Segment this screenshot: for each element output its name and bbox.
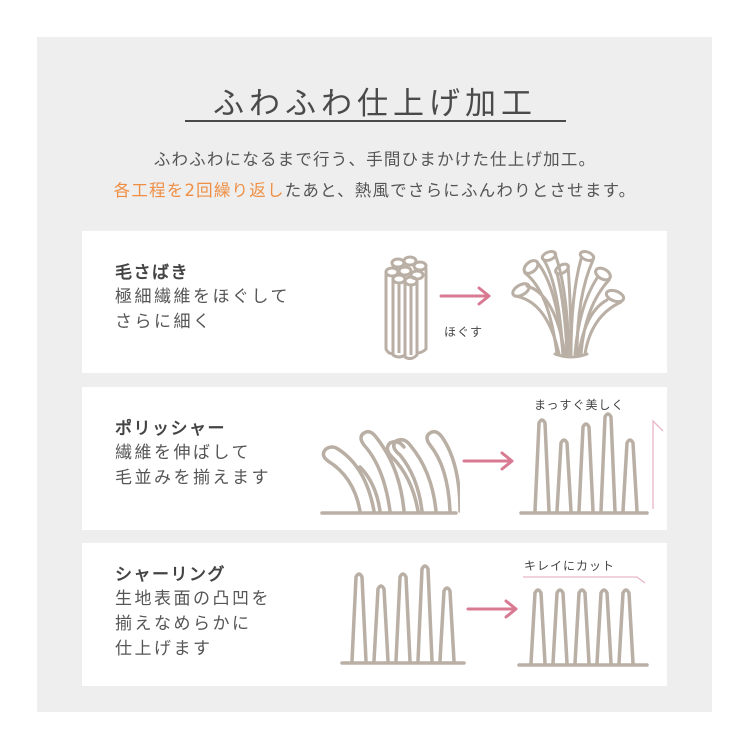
step-title: ポリッシャー [115, 419, 226, 439]
step-card-shearing: シャーリング 生地表面の凸凹を 揃えなめらかに 仕上げます キレイにカット [82, 543, 667, 686]
step-desc-line: 生地表面の凸凹を [115, 589, 271, 609]
step-desc-line: さらに細く [115, 312, 213, 332]
even-fibers-icon [517, 576, 649, 667]
step-desc-line: 極細繊維をほぐして [115, 287, 290, 307]
step-desc-line: 仕上げます [115, 639, 213, 659]
step-title: シャーリング [115, 565, 226, 585]
arrow-right-icon [466, 599, 518, 619]
step-text: ポリッシャー 繊維を伸ばして 毛並みを揃えます [115, 417, 271, 491]
lead-text-line1: ふわふわになるまで行う、手間ひまかけた仕上げ加工。 [153, 150, 597, 169]
uneven-fibers-icon [340, 564, 466, 665]
lead-text-line2: 各工程を2回繰り返したあと、熱風でさらにふんわりとさせます。 [0, 177, 750, 201]
after-label: まっすぐ美しく [534, 398, 625, 412]
bent-fibers-icon [320, 429, 460, 515]
step-desc-line: 毛並みを揃えます [115, 468, 271, 488]
step-text: 毛さばき 極細繊維をほぐして さらに細く [115, 261, 290, 335]
lead-accent-text: 各工程を2回繰り返し [113, 181, 285, 200]
step-card-kesabaki: 毛さばき 極細繊維をほぐして さらに細く ほぐす [82, 231, 667, 373]
step-desc-line: 繊維を伸ばして [115, 443, 251, 463]
fiber-splayed-icon [511, 250, 626, 359]
title-underline [185, 120, 566, 122]
straight-fibers-icon [519, 412, 664, 515]
step-title: 毛さばき [115, 263, 189, 283]
arrow-label: ほぐす [444, 325, 484, 339]
step-text: シャーリング 生地表面の凸凹を 揃えなめらかに 仕上げます [115, 563, 271, 662]
arrow-right-icon [462, 451, 514, 471]
step-desc-line: 揃えなめらかに [115, 614, 252, 634]
arrow-right-icon [439, 286, 491, 306]
lead-rest-text: たあと、熱風でさらにふんわりとさせます。 [284, 181, 637, 200]
page-title: ふわふわ仕上げ加工 [213, 86, 537, 122]
fiber-bundle-icon [384, 255, 428, 361]
step-card-polisher: ポリッシャー 繊維を伸ばして 毛並みを揃えます まっすぐ美しく [82, 387, 667, 530]
after-label: キレイにカット [524, 559, 616, 573]
